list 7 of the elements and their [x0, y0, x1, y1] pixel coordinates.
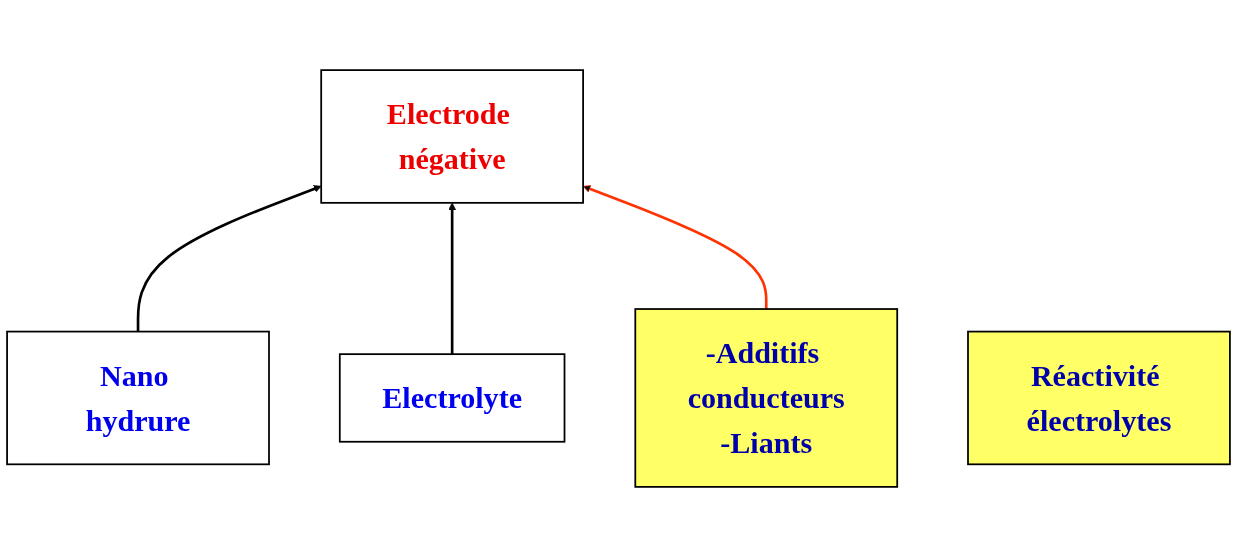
arrow [448, 202, 457, 355]
node-box: Réactivité électrolytes [967, 330, 1231, 466]
node-box: Electrode négative [320, 69, 584, 204]
arrow [136, 185, 322, 332]
node-box: -Additifs conducteurs -Liants [634, 308, 899, 488]
node-box: Electrolyte [338, 353, 566, 443]
node-box: Nano hydrure [6, 330, 270, 466]
